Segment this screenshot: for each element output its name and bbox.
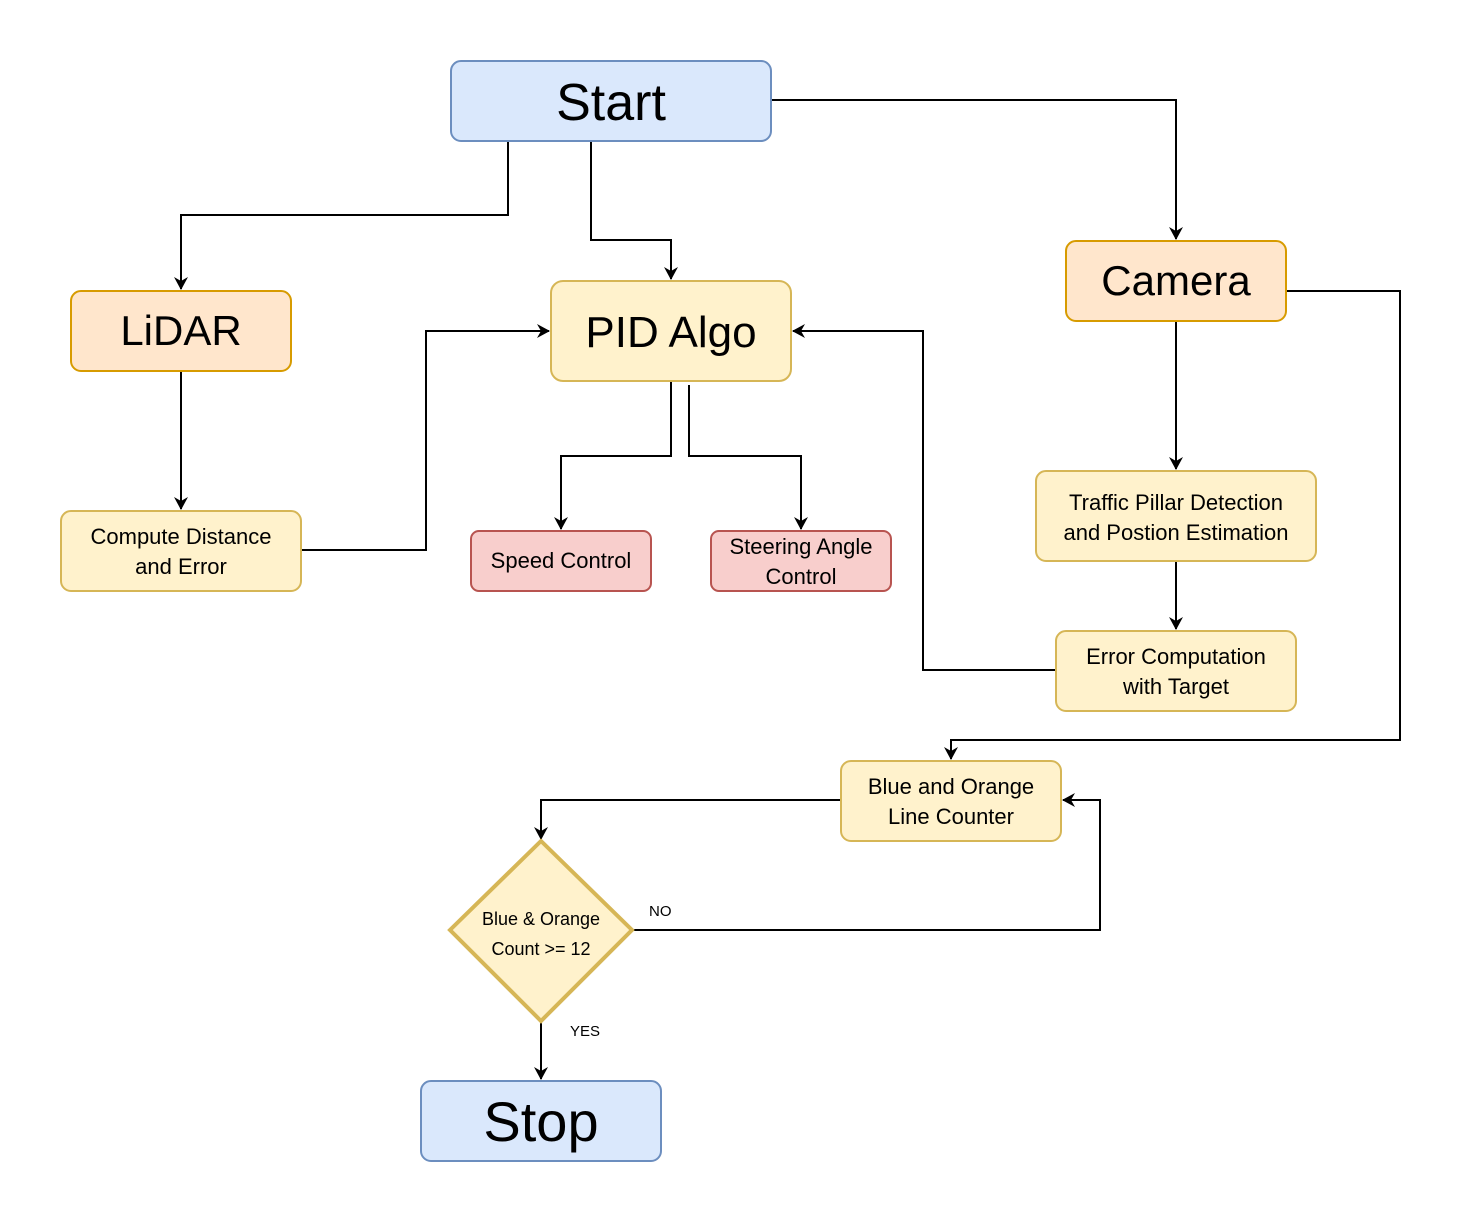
camera-box [1065,240,1287,322]
pid-algo-label: PID Algo [585,308,756,357]
traffic-pillar-label-line-1: Traffic Pillar Detection [1069,490,1283,515]
traffic-pillar-label-line-2: and Postion Estimation [1063,520,1288,545]
compute-distance-node: Compute Distance and Error [60,510,302,592]
edge-line-counter-to-decision [534,799,841,840]
traffic-pillar-box [1035,470,1317,562]
stop-box [420,1080,662,1162]
compute-distance-box [60,510,302,592]
compute-distance-label-line-2: and Error [135,554,227,579]
lidar-node: LiDAR [70,290,292,372]
edge-pid-to-speed-control [554,381,672,530]
camera-label: Camera [1101,257,1251,304]
edge-camera-to-line-counter [944,290,1401,760]
edge-pid-to-steering-control [688,385,808,530]
camera-node: Camera [1065,240,1287,322]
steering-control-label-line-2: Control [766,564,837,589]
steering-control-box [710,530,892,592]
edge-error-computation-to-pid [792,324,1056,671]
lidar-box [70,290,292,372]
edge-label-no: NO [649,903,672,920]
stop-label: Stop [483,1090,598,1153]
error-computation-label-line-1: Error Computation [1086,644,1266,669]
pid-algo-box [550,280,792,382]
error-computation-node: Error Computation with Target [1055,630,1297,712]
start-box [450,60,772,142]
edges [174,99,1401,1080]
steering-control-node: Steering Angle Control [710,530,892,592]
edge-decision-no-to-line-counter [632,793,1101,931]
edge-start-to-camera [772,99,1183,240]
steering-control-label-line-1: Steering Angle [729,534,872,559]
line-counter-node: Blue and Orange Line Counter [840,760,1062,842]
decision-node: Blue & Orange Count >= 12 [447,838,635,1024]
traffic-pillar-node: Traffic Pillar Detection and Postion Est… [1035,470,1317,562]
pid-algo-node: PID Algo [550,280,792,382]
decision-label-line-1: Blue & Orange [482,909,600,929]
line-counter-box [840,760,1062,842]
decision-label-line-2: Count >= 12 [491,939,590,959]
compute-distance-label-line-1: Compute Distance [91,524,272,549]
edge-label-yes: YES [570,1023,600,1040]
edge-start-to-lidar [174,141,509,290]
start-label: Start [556,74,666,132]
stop-node: Stop [420,1080,662,1162]
speed-control-label: Speed Control [491,548,632,573]
line-counter-label-line-1: Blue and Orange [868,774,1034,799]
edge-start-to-pid [590,141,678,280]
edge-compute-distance-to-pid [301,324,550,551]
speed-control-box [470,530,652,592]
start-node: Start [450,60,772,142]
error-computation-label-line-2: with Target [1122,674,1229,699]
speed-control-node: Speed Control [470,530,652,592]
error-computation-box [1055,630,1297,712]
decision-diamond [447,838,635,1024]
lidar-label: LiDAR [120,307,241,354]
line-counter-label-line-2: Line Counter [888,804,1014,829]
